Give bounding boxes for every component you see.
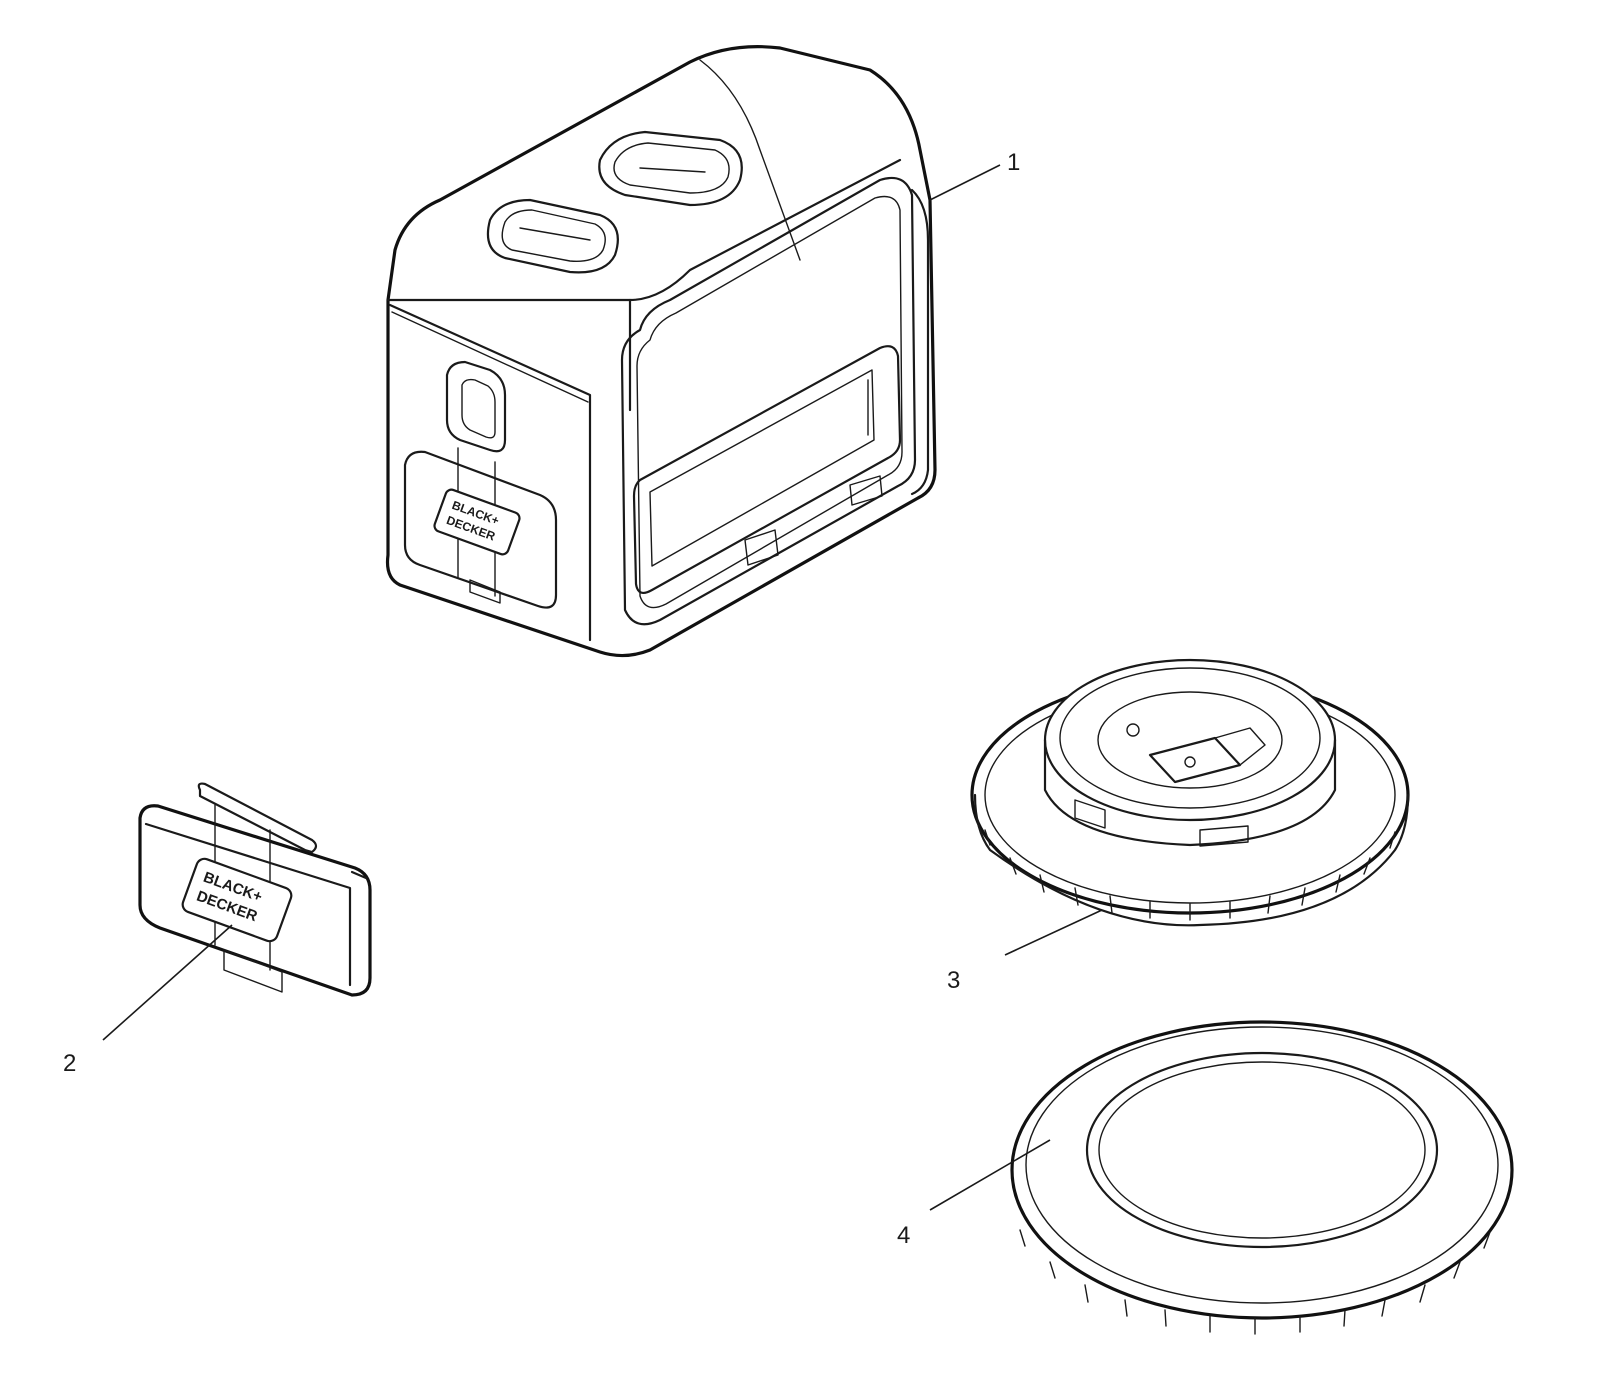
- leader-4: [929, 1139, 1051, 1211]
- part-2-battery-cover: BLACK+ DECKER: [138, 782, 372, 997]
- callout-1: 1: [1007, 149, 1021, 176]
- callout-4: 4: [897, 1222, 911, 1249]
- part-1-laser-housing: BLACK+ DECKER: [385, 45, 937, 658]
- part-3-rotating-base: [970, 658, 1410, 927]
- callout-3: 3: [947, 967, 961, 994]
- leader-2: [102, 924, 233, 1041]
- part-4-ring: [1010, 1020, 1514, 1335]
- leader-3: [1004, 909, 1103, 956]
- leader-1: [929, 164, 1001, 201]
- callout-2: 2: [63, 1050, 77, 1077]
- leader-lines: [102, 164, 1103, 1211]
